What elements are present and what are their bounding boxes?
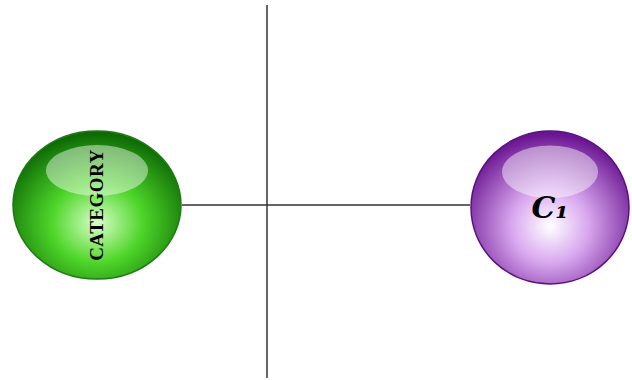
class-ellipse: C₁: [470, 130, 630, 285]
connector-line: [182, 204, 470, 206]
node-label: C₁: [531, 190, 568, 225]
node-label: CATEGORY: [86, 149, 108, 261]
category-ellipse: CATEGORY: [12, 130, 182, 280]
vertical-axis: [266, 5, 268, 378]
